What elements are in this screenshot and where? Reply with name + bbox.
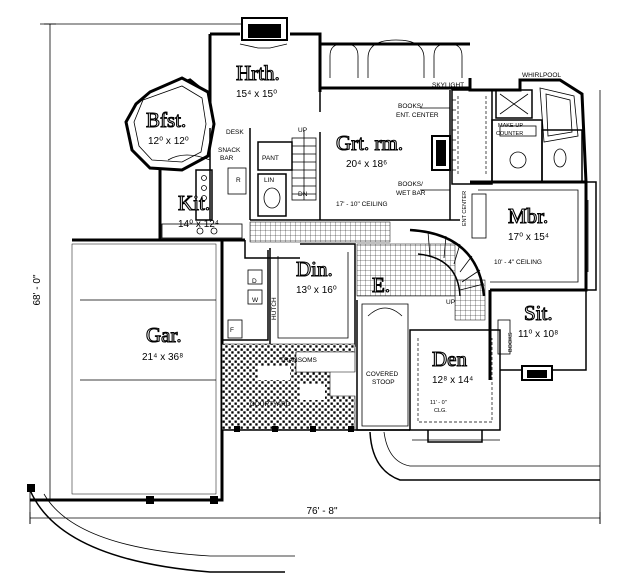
label-makeup-2: COUNTER (496, 131, 523, 137)
label-makeup-1: MAKE-UP (498, 123, 523, 129)
room-dims-din: 13⁰ x 16⁰ (296, 285, 337, 296)
curved-staircase (409, 228, 486, 297)
label-w: W (252, 297, 259, 304)
label-ceiling-mbr: 10' - 4" CEILING (494, 259, 542, 266)
label-books-wet-2: WET BAR (396, 190, 426, 197)
room-name-grtrm: Grt. rm. (336, 131, 403, 155)
room-dims-sit: 11⁰ x 10⁸ (518, 329, 558, 340)
label-lin: LIN (264, 177, 274, 184)
den-walls (409, 329, 501, 443)
label-ceiling-grt: 17' - 10" CEILING (336, 201, 388, 208)
room-dims-bfst: 12⁰ x 12⁰ (148, 136, 189, 147)
foyer-tile (356, 243, 456, 297)
label-whirlpool: WHIRLPOOL (522, 72, 561, 79)
label-up-hall: UP (298, 127, 307, 134)
covered-stoop (356, 300, 410, 431)
room-name-den: Den (432, 347, 467, 371)
label-clg-1: 11' - 0" (430, 400, 447, 406)
great-room-walls (209, 90, 460, 221)
breakfast-bay (124, 76, 216, 172)
room-name-sit: Sit. (524, 301, 553, 325)
room-dims-hrth: 15⁴ x 15⁰ (236, 89, 277, 100)
label-clg-2: CLG. (434, 408, 447, 414)
room-name-kit: Kit. (178, 191, 210, 215)
label-books-wet-1: BOOKS/ (398, 181, 423, 188)
room-name-entry: E. (372, 273, 390, 297)
linen-closet (257, 173, 287, 217)
driveway-edge (29, 489, 285, 573)
laundry-area (221, 250, 269, 341)
overall-width-label: 76' - 8" (306, 506, 337, 517)
label-up-stair: UP (446, 299, 455, 306)
label-transoms: TRANSOMS (280, 357, 318, 364)
label-snack-2: BAR (220, 155, 234, 162)
courtyard-posts (234, 426, 354, 432)
overall-depth-label: 68' - 0" (32, 274, 43, 305)
label-dn: DN (298, 191, 308, 198)
mbr-ent-center (471, 193, 487, 239)
walkway-edge-inner (383, 431, 600, 467)
label-pant: PANT (262, 155, 279, 162)
label-courtyard: COURTYARD (250, 401, 291, 408)
great-room-windows (320, 39, 472, 90)
room-name-gar: Gar. (146, 323, 182, 347)
label-desk: DESK (226, 129, 244, 136)
label-d: D (252, 278, 257, 285)
label-r: R (236, 177, 241, 184)
whirlpool-tub (495, 89, 533, 119)
sitting-books (497, 319, 511, 355)
room-dims-kit: 14⁰ x 12⁴ (178, 219, 219, 230)
refrigerator (227, 167, 247, 195)
room-name-mbr: Mbr. (508, 204, 548, 228)
pantry-stair-block (257, 130, 317, 217)
room-dims-den: 12⁸ x 14⁴ (432, 375, 473, 386)
room-dims-grtrm: 20⁴ x 18⁶ (346, 159, 387, 170)
garage-walls (30, 238, 243, 502)
driveway-edge-inner (43, 493, 295, 557)
label-ent-center: ENT CENTER (462, 191, 468, 226)
label-books-ent-1: BOOKS/ (398, 103, 423, 110)
kitchen-fixtures (161, 154, 247, 239)
room-dims-mbr: 17⁰ x 15⁴ (508, 232, 549, 243)
hall-tile (249, 221, 391, 243)
label-books-sit: BOOKS (508, 332, 514, 352)
label-books-ent-2: ENT. CENTER (396, 112, 439, 119)
label-covered-1: COVERED (366, 371, 398, 378)
kitchen-island (195, 169, 213, 221)
walkway-edge (369, 431, 600, 481)
room-dims-gar: 21⁴ x 36⁸ (142, 352, 183, 363)
room-name-hrth: Hrth. (236, 61, 280, 85)
label-hutch: HUTCH (271, 297, 278, 320)
label-covered-2: STOOP (372, 379, 395, 386)
label-snack-1: SNACK (218, 147, 241, 154)
master-bath-and-closets (451, 89, 583, 185)
room-name-bfst: Bfst. (146, 108, 186, 132)
label-skylight: SKYLIGHT (432, 82, 464, 89)
room-name-din: Din. (296, 257, 333, 281)
sitting-area-walls (490, 289, 587, 381)
label-f: F (230, 327, 234, 334)
